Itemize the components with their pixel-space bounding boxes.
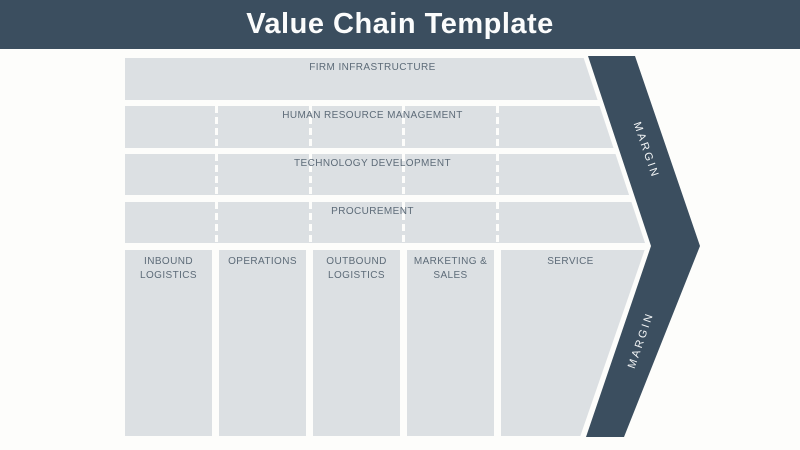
- margin-label-top: MARGIN: [630, 120, 662, 181]
- primary-activity-label: SERVICE: [547, 256, 594, 267]
- support-activity-technology-development: TECHNOLOGY DEVELOPMENT: [125, 154, 646, 195]
- support-activity-label: TECHNOLOGY DEVELOPMENT: [294, 158, 451, 169]
- primary-activity-label: INBOUND LOGISTICS: [140, 256, 197, 281]
- dashed-divider: [215, 202, 218, 243]
- page-title: Value Chain Template: [246, 8, 554, 40]
- dashed-divider: [309, 154, 312, 195]
- dashed-divider: [496, 202, 499, 243]
- primary-activity-marketing-sales: MARKETING & SALES: [407, 250, 494, 436]
- primary-activity-label: OPERATIONS: [228, 256, 297, 267]
- dashed-divider: [309, 202, 312, 243]
- primary-activity-inbound-logistics: INBOUND LOGISTICS: [125, 250, 212, 436]
- primary-activity-label: MARKETING & SALES: [413, 256, 488, 281]
- primary-activity-label: OUTBOUND LOGISTICS: [326, 256, 387, 281]
- support-activity-label: FIRM INFRASTRUCTURE: [309, 62, 436, 73]
- primary-activity-operations: OPERATIONS: [219, 250, 306, 436]
- dashed-divider: [402, 154, 405, 195]
- dashed-divider: [215, 106, 218, 148]
- support-activity-procurement: PROCUREMENT: [125, 202, 646, 243]
- support-activity-firm-infrastructure: FIRM INFRASTRUCTURE: [125, 58, 646, 100]
- dashed-divider: [496, 106, 499, 148]
- dashed-divider: [215, 154, 218, 195]
- dashed-divider: [402, 106, 405, 148]
- title-bar: Value Chain Template: [0, 0, 800, 49]
- support-activity-label: HUMAN RESOURCE MANAGEMENT: [282, 110, 463, 121]
- dashed-divider: [496, 154, 499, 195]
- dashed-divider: [402, 202, 405, 243]
- support-activity-human-resource-management: HUMAN RESOURCE MANAGEMENT: [125, 106, 646, 148]
- margin-label-bottom: MARGIN: [625, 310, 657, 371]
- support-activity-label: PROCUREMENT: [331, 206, 414, 217]
- dashed-divider: [309, 106, 312, 148]
- primary-activity-outbound-logistics: OUTBOUND LOGISTICS: [313, 250, 400, 436]
- value-chain-diagram: FIRM INFRASTRUCTURE HUMAN RESOURCE MANAG…: [0, 56, 646, 437]
